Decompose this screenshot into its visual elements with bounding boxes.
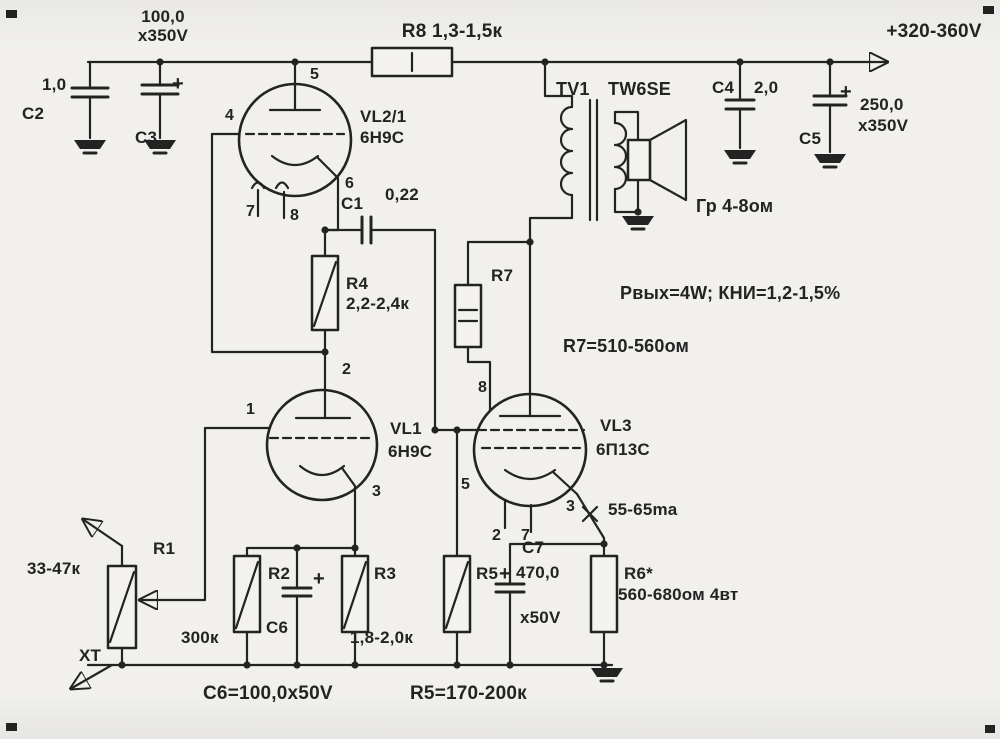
resistor-r2 [232,546,262,667]
speaker-cone [648,118,688,202]
cap-c5 [812,60,848,169]
c1-ref-label: C1 [341,194,363,213]
resistor-r7 [453,240,532,412]
tv1-ref-label: TV1 [556,79,590,99]
cap-c4 [722,60,758,165]
r5-ref-label: R5 [476,564,498,583]
vl3-ref-label: VL3 [600,416,632,435]
c2-ref-label: C2 [22,104,44,123]
vl1-pin2-label: 2 [342,361,351,378]
r1-value-label: 33-47к [27,559,80,578]
r2-value-label: 300к [181,628,219,647]
vl2-type-label: 6Н9С [360,128,404,147]
c6-ref-label: C6 [266,618,288,637]
vl2-pin8-label: 8 [290,207,299,224]
c5-voltage-label: x350V [858,116,909,135]
vl2-pin4-label: 4 [225,107,234,124]
c1-value-label: 0,22 [385,185,419,204]
cap-c6 [245,546,357,667]
c3-ref-label: C3 [135,128,157,147]
c7-plus-sign: + [499,563,511,585]
ground-c4 [722,148,758,165]
speaker [626,118,688,202]
c6-formula-label: C6=100,0x50V [203,683,333,704]
cap-c7 [494,542,606,667]
r7-ref-label: R7 [491,266,513,285]
ground-c2 [72,138,108,155]
tube-vl2 [210,60,353,354]
r8-label: R8 1,3-1,5к [402,21,503,42]
vl3-pin3-label: 3 [566,498,575,515]
c5-plus-sign: + [840,81,852,103]
vl3-type-label: 6П13С [596,440,650,459]
vl3-pin5-label: 5 [461,476,470,493]
vl3-pin7-label: 7 [521,527,530,544]
vl3-pin2-label: 2 [492,527,501,544]
c5-value-label: 250,0 [860,95,904,114]
vl3-pin8-label: 8 [478,379,487,396]
secondary-winding [613,121,628,191]
input-arrow-bottom [72,663,114,688]
r6-ref-label: R6* [624,564,653,583]
c5-ref-label: C5 [799,129,821,148]
xt-label: XT [79,646,102,665]
grid-to-pot-wire [141,426,271,600]
pot-r1 [84,520,138,667]
tv1-type-label: TW6SE [608,79,671,99]
input-arrow-top [84,520,124,548]
c2-value-label: 1,0 [42,75,66,94]
scan-artifacts [6,6,995,733]
c4-value-label: 2,0 [754,78,778,97]
r2-ref-label: R2 [268,564,290,583]
r1-ref-label: R1 [153,539,175,558]
vl1-pin1-label: 1 [246,401,255,418]
r5-formula-label: R5=170-200к [410,683,527,704]
junction-dots [118,58,834,669]
bottom-rail [72,663,625,688]
vl2-pin5-label: 5 [310,66,319,83]
ground-secondary [620,214,656,231]
vl1-ref-label: VL1 [390,419,422,438]
r4-ref-label: R4 [346,274,368,293]
r3-ref-label: R3 [374,564,396,583]
resistor-r4 [310,228,340,392]
c3-voltage-label: x350V [138,26,189,45]
c3-plus-sign: + [172,73,184,95]
c7-ref-label: C7 [522,538,544,557]
r7-value-label: R7=510-560ом [563,336,689,356]
c4-ref-label: C4 [712,78,734,97]
output-spec-label: Pвых=4W; КНИ=1,2-1,5% [620,283,840,303]
ground-c5 [812,152,848,169]
r3-value-label: 1,8-2,0к [350,628,413,647]
supply-label: +320-360V [886,21,981,42]
vl2-pin7-label: 7 [246,203,255,220]
vl1-pin3-label: 3 [372,483,381,500]
c7-voltage-label: x50V [520,608,561,627]
resistor-r8 [370,46,454,78]
c3-value-label: 100,0 [141,7,185,26]
tube-vl1 [141,388,379,600]
speaker-label: Гр 4-8ом [696,196,773,216]
cap-c2 [70,60,110,155]
vl2-ref-label: VL2/1 [360,107,406,126]
vl1-type-label: 6Н9С [388,442,432,461]
c7-value-label: 470,0 [516,563,560,582]
resistor-r5 [442,428,472,667]
primary-winding [559,105,574,197]
current-break-x [581,505,599,523]
ground-bottom [589,666,625,683]
r4-value-label: 2,2-2,4к [346,294,409,313]
c6-plus-sign: + [313,568,325,590]
transformer-tv1 [528,60,656,396]
vl2-pin6-label: 6 [345,175,354,192]
cap-c3 [140,60,180,155]
r6-value-label: 560-680ом 4вт [618,585,738,604]
resistor-r6 [589,554,619,667]
resistor-r3 [340,546,370,667]
cathode-current-label: 55-65ma [608,500,678,519]
